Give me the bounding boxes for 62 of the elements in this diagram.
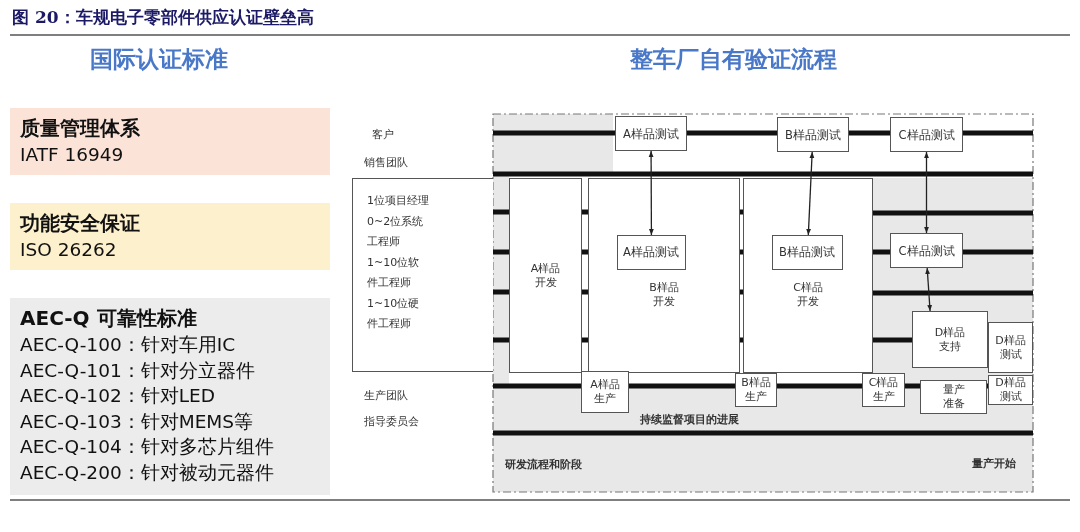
lane-label: 研发流程和阶段 [505, 457, 582, 472]
lane-label: 销售团队 [364, 155, 408, 170]
team-box [352, 178, 493, 372]
process-box [581, 371, 629, 413]
box-label: A样品测试 [623, 126, 679, 141]
box-label: D样品支持 [933, 325, 967, 354]
lane-label: 客户 [372, 127, 394, 142]
box-label: C样品测试 [898, 243, 955, 258]
card-text: AEC-Q-104：针对多芯片组件 [20, 435, 274, 459]
card-text: AEC-Q-100：针对车用IC [20, 333, 236, 357]
box-label: C样品生产 [867, 376, 900, 404]
card-text: ISO 26262 [20, 238, 117, 262]
arrow [925, 267, 933, 312]
process-box [771, 234, 843, 270]
box-label: 量产准备 [941, 383, 966, 411]
card-heading: AEC-Q 可靠性标准 [20, 305, 197, 332]
process-box [912, 311, 988, 368]
card-text: AEC-Q-102：针对LED [20, 384, 215, 408]
card-text: AEC-Q-101：针对分立器件 [20, 358, 255, 383]
arrow [806, 151, 815, 236]
box-label: A样品生产 [589, 378, 621, 406]
process-box [777, 117, 849, 152]
process-box [988, 375, 1033, 405]
card-heading: 质量管理体系 [20, 115, 140, 142]
process-box [743, 178, 873, 373]
card-heading: 功能安全保证 [20, 210, 140, 237]
card-text: AEC-Q-103：针对MEMS等 [20, 409, 254, 434]
box-label: B样品测试 [779, 245, 835, 259]
card-text: IATF 16949 [20, 143, 124, 167]
box-label: A样品测试 [623, 245, 679, 259]
section-heading: 整车厂自有验证流程 [630, 45, 837, 74]
box-label: D样品测试 [994, 376, 1027, 404]
section-heading: 国际认证标准 [90, 45, 228, 74]
box-label: D样品测试 [994, 333, 1027, 362]
arrow [648, 150, 654, 236]
box-label: B样品测试 [785, 127, 841, 142]
standard-card [10, 108, 330, 175]
process-box [615, 116, 687, 151]
process-box [588, 178, 740, 373]
box-label: B样品生产 [740, 376, 772, 404]
team-member-text: 1~10位硬件工程师 [367, 295, 421, 332]
process-box [890, 233, 963, 268]
card-text: AEC-Q-200：针对被动元器件 [20, 460, 274, 485]
team-member-text: 1~10位软件工程师 [367, 254, 421, 291]
box-label: A样品开发 [529, 261, 562, 290]
process-box [509, 178, 582, 373]
lane-label: 生产团队 [364, 388, 408, 403]
process-box [890, 117, 963, 152]
team-member-text: 1位项目经理 [367, 193, 429, 209]
process-box [616, 234, 686, 270]
standard-card [10, 203, 330, 270]
process-box [988, 322, 1033, 373]
lane-label: 持续监督项目的进展 [640, 412, 739, 427]
figure-title: 图 20：车规电子零部件供应认证壁垒高 [12, 6, 314, 29]
box-label: B样品开发 [648, 281, 680, 309]
process-box [920, 380, 987, 414]
lane-label: 量产开始 [972, 456, 1016, 471]
team-member-text: 0~2位系统工程师 [367, 213, 425, 250]
box-label: C样品开发 [792, 281, 824, 309]
box-label: C样品测试 [898, 127, 955, 142]
arrow [924, 151, 929, 234]
lane-label: 指导委员会 [364, 414, 419, 429]
